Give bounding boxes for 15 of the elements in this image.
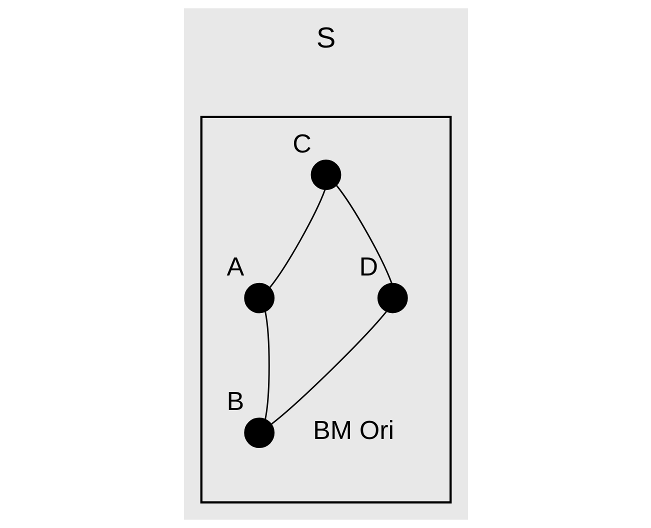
connector	[270, 311, 386, 425]
node-circle	[244, 418, 274, 448]
node-label: BM Ori	[312, 415, 394, 446]
node-label: A	[226, 251, 244, 282]
label: S	[316, 22, 336, 54]
cluster	[200, 116, 452, 504]
connector	[264, 312, 270, 420]
node-circle	[310, 160, 341, 190]
node-circle	[244, 282, 274, 314]
connector	[335, 184, 392, 284]
node-label: C	[292, 128, 312, 158]
node-circle	[376, 282, 408, 314]
node-label: D	[358, 251, 378, 282]
connector	[268, 189, 326, 288]
node-label: B	[226, 386, 244, 416]
